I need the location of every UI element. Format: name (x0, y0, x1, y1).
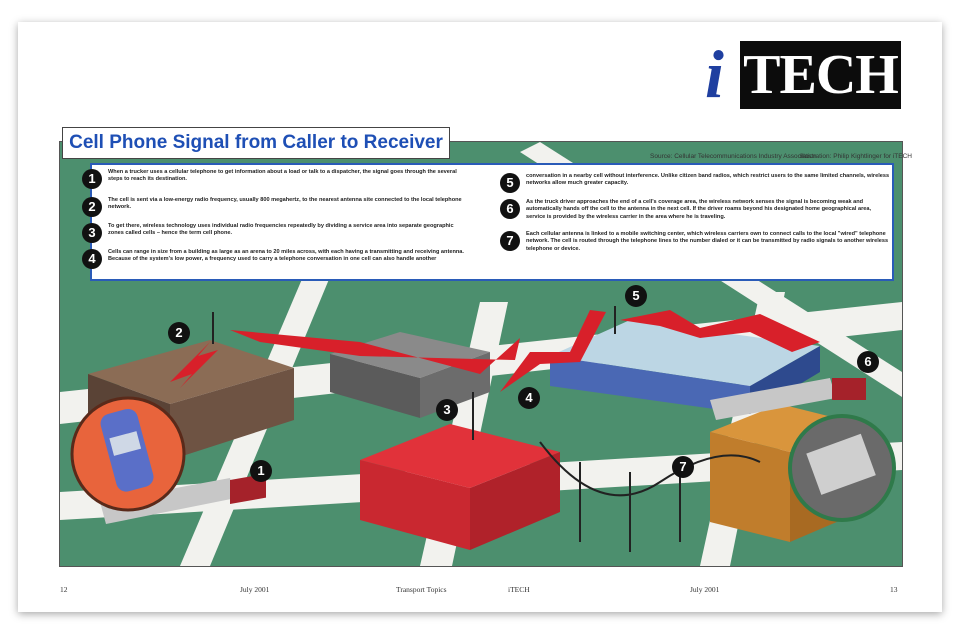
step-badge: 2 (82, 197, 102, 217)
marker-1: 1 (250, 460, 272, 482)
step-text: conversation in a nearby cell without in… (526, 173, 890, 187)
footer-publication: Transport Topics (396, 585, 447, 594)
building-gray (330, 332, 490, 418)
title-box: Cell Phone Signal from Caller to Receive… (62, 127, 450, 159)
steps-panel: 1 When a trucker uses a cellular telepho… (82, 163, 894, 281)
step-text: To get there, wireless technology uses i… (108, 223, 454, 237)
cell-phone-inset (70, 396, 186, 512)
marker-5: 5 (625, 285, 647, 307)
step-1: 1 When a trucker uses a cellular telepho… (82, 169, 467, 189)
step-badge: 5 (500, 173, 520, 193)
switchboard-inset (788, 414, 896, 522)
step-5: 5 conversation in a nearby cell without … (500, 173, 890, 193)
step-7: 7 Each cellular antenna is linked to a m… (500, 231, 890, 253)
footer-right-date: July 2001 (690, 585, 720, 594)
step-badge: 1 (82, 169, 102, 189)
radio-signals (170, 310, 820, 392)
step-2: 2 The cell is sent via a low-energy radi… (82, 197, 467, 217)
step-badge: 6 (500, 199, 520, 219)
footer-left-page: 12 (60, 585, 68, 594)
step-text: When a trucker uses a cellular telephone… (108, 169, 457, 183)
step-6: 6 As the truck driver approaches the end… (500, 199, 890, 221)
marker-3: 3 (436, 399, 458, 421)
illustration-credit: Illustration: Philip Kightlinger for iTE… (800, 153, 912, 160)
footer-right-page: 13 (890, 585, 898, 594)
logo-letter: i (705, 36, 724, 112)
footer-section: iTECH (508, 585, 530, 594)
marker-4: 4 (518, 387, 540, 409)
source-credit: Source: Cellular Telecommunications Indu… (650, 153, 817, 160)
step-4: 4 Cells can range in size from a buildin… (82, 249, 467, 269)
page-title: Cell Phone Signal from Caller to Receive… (69, 132, 443, 153)
footer-left-date: July 2001 (240, 585, 270, 594)
truck-6 (710, 378, 866, 420)
step-3: 3 To get there, wireless technology uses… (82, 223, 467, 243)
step-badge: 4 (82, 249, 102, 269)
logo-word: TECH (740, 41, 901, 109)
step-text: Cells can range in size from a building … (108, 249, 464, 263)
step-badge: 3 (82, 223, 102, 243)
step-badge: 7 (500, 231, 520, 251)
building-3 (360, 392, 560, 550)
step-text: As the truck driver approaches the end o… (526, 199, 872, 220)
step-text: Each cellular antenna is linked to a mob… (526, 231, 889, 252)
marker-7: 7 (672, 456, 694, 478)
step-text: The cell is sent via a low-energy radio … (108, 197, 462, 211)
marker-2: 2 (168, 322, 190, 344)
marker-6: 6 (857, 351, 879, 373)
telephone-lines (539, 441, 761, 552)
